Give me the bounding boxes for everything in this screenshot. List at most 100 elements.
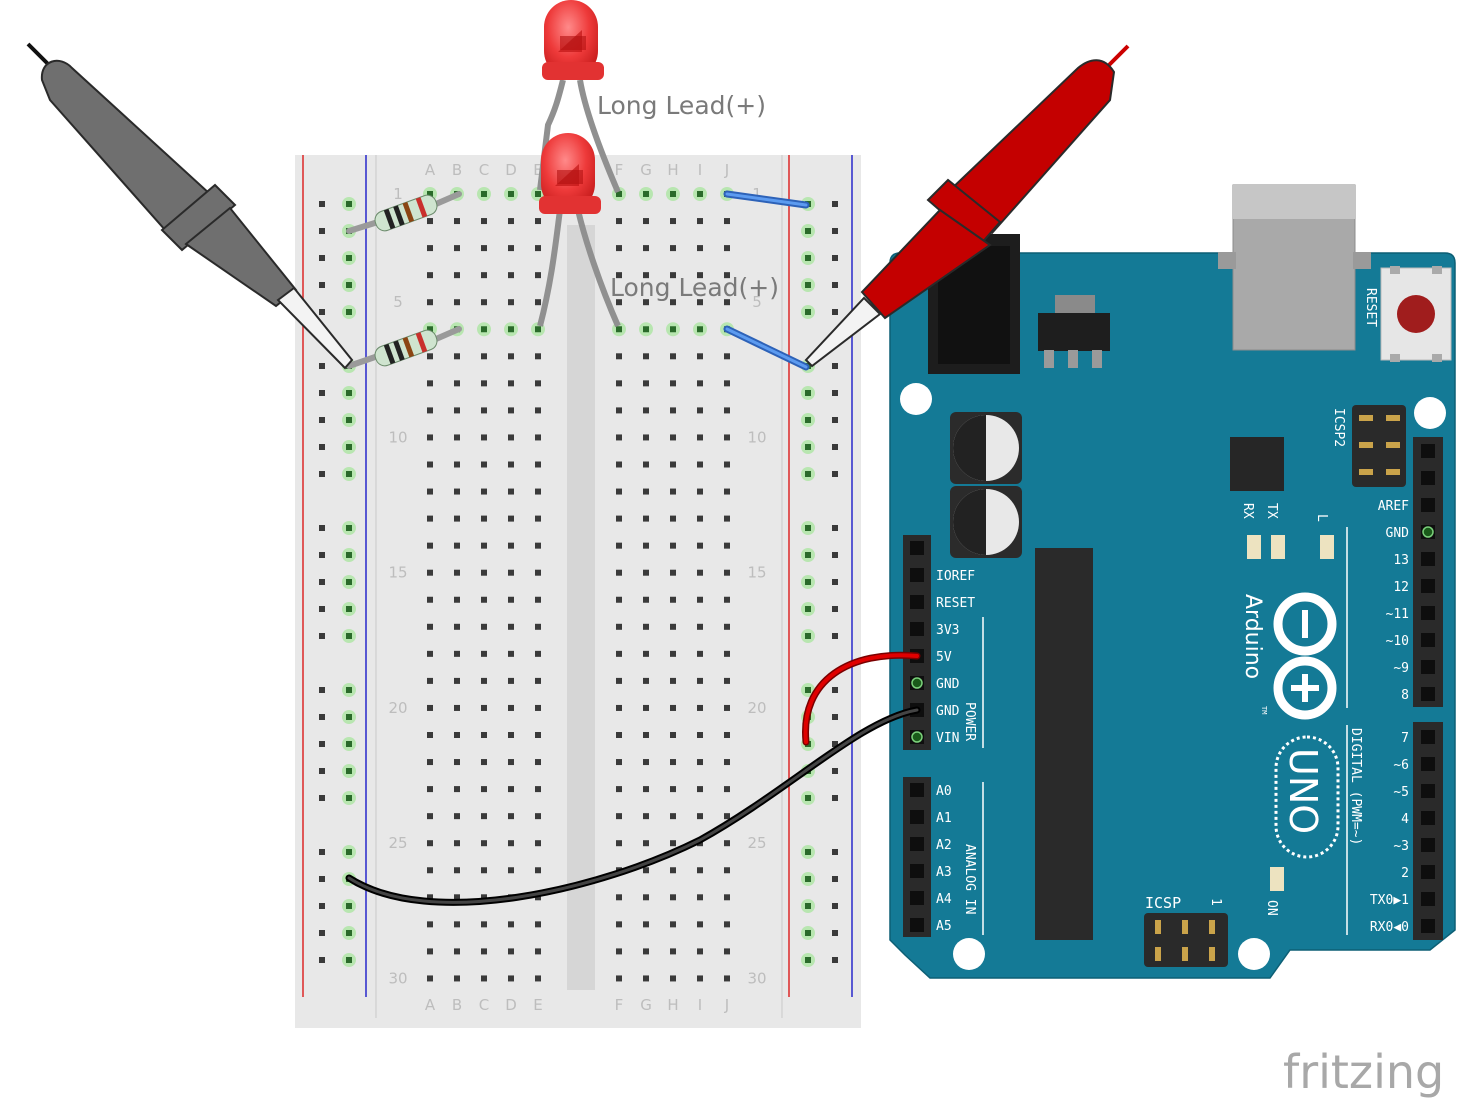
breadboard-center-channel — [567, 225, 595, 990]
breadboard-hole — [697, 759, 703, 766]
rail-hole — [319, 471, 325, 477]
breadboard-hole — [427, 488, 433, 495]
breadboard-hole — [616, 975, 622, 982]
rail-hole — [346, 633, 352, 639]
icsp2-pin — [1359, 415, 1373, 421]
breadboard-hole — [670, 677, 676, 684]
probe-red — [804, 44, 1130, 368]
power-pin-label: 3V3 — [936, 623, 959, 638]
header-pin — [1421, 892, 1435, 906]
breadboard-hole — [670, 245, 676, 252]
breadboard-hole — [724, 786, 730, 793]
usb-connector-top — [1233, 185, 1355, 219]
breadboard-hole — [643, 542, 649, 549]
column-label-top: E — [533, 161, 542, 179]
digital-pin-label: ~11 — [1386, 607, 1409, 622]
rail-hole — [832, 309, 838, 315]
icsp2-pin — [1386, 415, 1400, 421]
breadboard-hole — [697, 623, 703, 630]
breadboard-hole — [670, 975, 676, 982]
breadboard-hole — [535, 515, 541, 522]
rail-hole — [319, 768, 325, 774]
rail-hole — [832, 768, 838, 774]
breadboard-hole — [535, 867, 541, 874]
voltage-regulator-tab — [1055, 295, 1095, 313]
rail-hole — [805, 471, 811, 477]
breadboard-hole — [670, 786, 676, 793]
breadboard-hole — [508, 407, 514, 414]
capacitor-1-stripe — [953, 415, 986, 481]
led-top-long-lead-label: Long Lead(+) — [597, 91, 766, 120]
row-number-left: 1 — [393, 185, 403, 203]
header-pin — [1421, 730, 1435, 744]
header-pin — [910, 864, 924, 878]
rail-hole — [346, 471, 352, 477]
breadboard-hole — [643, 191, 649, 197]
breadboard-hole — [643, 461, 649, 468]
header-pin — [1421, 838, 1435, 852]
header-pin — [910, 810, 924, 824]
breadboard-hole — [616, 353, 622, 360]
breadboard-hole — [427, 894, 433, 901]
icsp-header — [1144, 913, 1228, 967]
led-top — [537, 0, 621, 194]
digital-pin-label: 4 — [1401, 812, 1409, 827]
icsp-pin — [1182, 947, 1188, 961]
breadboard-hole — [724, 894, 730, 901]
pin-connected-marker — [1422, 526, 1434, 538]
breadboard-hole — [643, 786, 649, 793]
breadboard-hole — [643, 704, 649, 711]
breadboard-hole — [508, 353, 514, 360]
breadboard-hole — [508, 759, 514, 766]
breadboard-hole — [508, 704, 514, 711]
regulator-leg-2 — [1068, 350, 1078, 368]
breadboard-hole — [508, 569, 514, 576]
breadboard-hole — [481, 191, 487, 197]
breadboard-hole — [535, 245, 541, 252]
breadboard-hole — [724, 218, 730, 225]
breadboard-hole — [697, 813, 703, 820]
breadboard-hole — [535, 840, 541, 847]
breadboard-hole — [481, 677, 487, 684]
breadboard-hole — [616, 191, 622, 197]
header-pin — [1421, 687, 1435, 701]
power-pin-label: RESET — [936, 596, 975, 611]
reset-button[interactable] — [1397, 295, 1435, 333]
breadboard-hole — [454, 732, 460, 738]
mounting-hole-2 — [1414, 397, 1446, 429]
mounting-hole-3 — [953, 938, 985, 970]
digital-pin-label: 13 — [1393, 553, 1409, 568]
rail-hole — [319, 444, 325, 450]
breadboard-hole — [508, 380, 514, 387]
breadboard-hole — [427, 975, 433, 982]
breadboard-hole — [427, 542, 433, 549]
jumper-wire-blue-2-highlight — [725, 327, 808, 369]
breadboard-hole — [616, 488, 622, 495]
breadboard-hole — [535, 353, 541, 360]
breadboard-hole — [535, 569, 541, 576]
rail-hole — [832, 957, 838, 963]
breadboard-hole — [508, 191, 514, 197]
rail-hole — [319, 525, 325, 531]
icsp-pin — [1155, 920, 1161, 934]
rx-led — [1247, 535, 1261, 559]
breadboard-hole — [481, 867, 487, 874]
breadboard-hole — [724, 299, 730, 306]
rail-hole — [346, 390, 352, 396]
power-pin-label: GND — [936, 677, 960, 692]
rail-hole — [805, 525, 811, 531]
power-header-title: POWER — [962, 702, 977, 741]
header-pin — [910, 541, 924, 555]
breadboard-hole — [697, 894, 703, 901]
led-bottom-long-lead-label: Long Lead(+) — [610, 273, 779, 302]
breadboard-hole — [616, 623, 622, 630]
breadboard-hole — [670, 542, 676, 549]
breadboard-hole — [535, 975, 541, 982]
breadboard-hole — [481, 650, 487, 657]
breadboard-hole — [427, 786, 433, 793]
breadboard-hole — [643, 434, 649, 441]
header-pin — [1421, 865, 1435, 879]
breadboard-hole — [643, 867, 649, 874]
breadboard-hole — [535, 650, 541, 657]
